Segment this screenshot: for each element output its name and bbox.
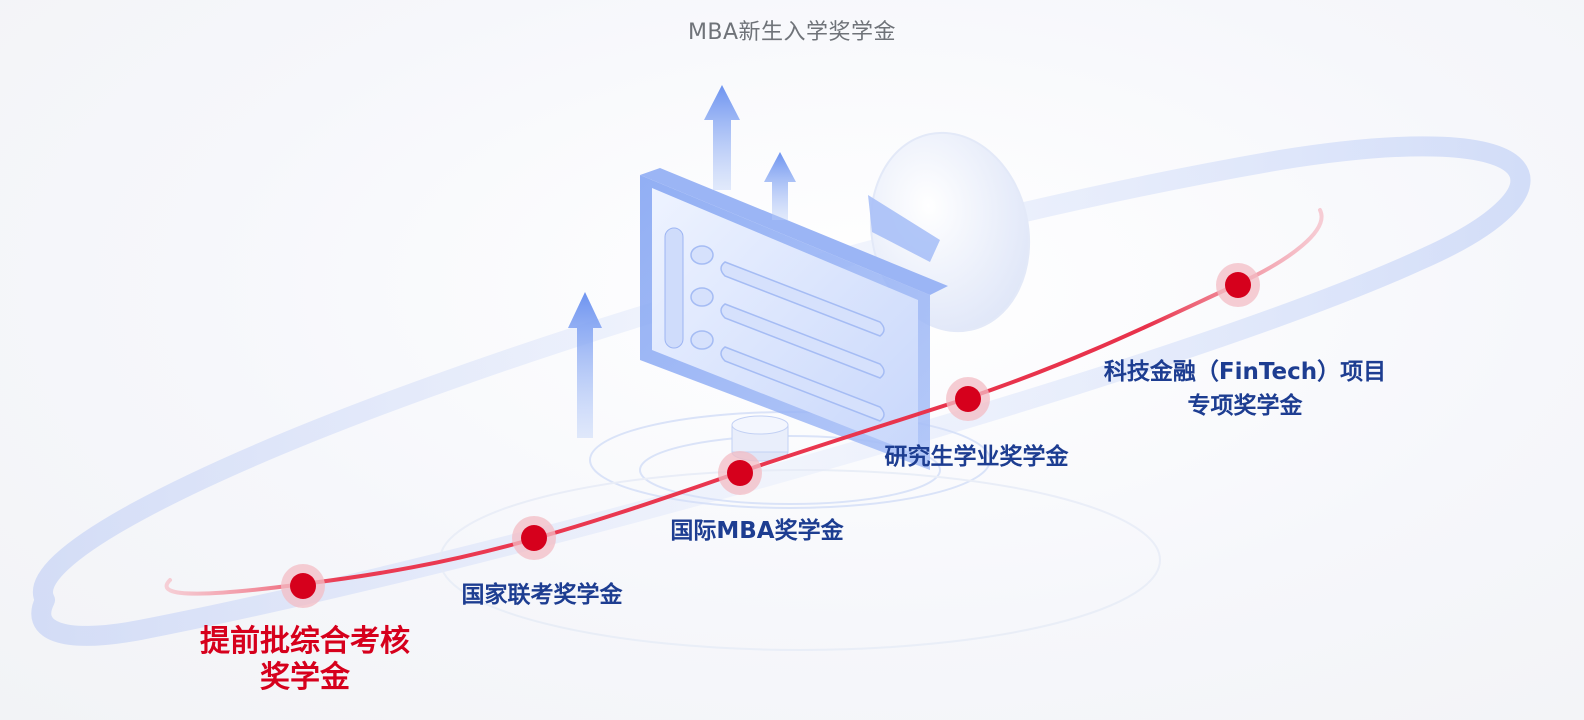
timeline-node-2[interactable]	[512, 516, 556, 560]
timeline-node-4[interactable]	[946, 377, 990, 421]
stage-label-1-line1: 提前批综合考核	[200, 624, 410, 659]
stage-label-4[interactable]: 研究生学业奖学金	[874, 440, 1079, 474]
stage-label-5-line2: 专项奖学金	[1187, 393, 1303, 419]
timeline-node-5[interactable]	[1216, 263, 1260, 307]
stage-label-2[interactable]: 国家联考奖学金	[452, 578, 632, 612]
stage-label-3-line1: 国际MBA奖学金	[670, 518, 844, 544]
growth-arrows	[568, 85, 796, 438]
stage-label-1-line2: 奖学金	[260, 660, 350, 695]
stage-label-1[interactable]: 提前批综合考核 奖学金	[195, 624, 415, 696]
stage-label-5[interactable]: 科技金融（FinTech）项目 专项奖学金	[1095, 355, 1395, 423]
stage-label-2-line1: 国家联考奖学金	[461, 582, 623, 608]
timeline-node-3[interactable]	[718, 451, 762, 495]
page-title: MBA新生入学奖学金	[687, 20, 897, 45]
monitor-illustration	[568, 85, 1031, 470]
stage-label-4-line1: 研究生学业奖学金	[884, 444, 1069, 470]
stage-label-5-line1: 科技金融（FinTech）项目	[1103, 359, 1387, 385]
timeline-node-1[interactable]	[281, 564, 325, 608]
stage-label-3[interactable]: 国际MBA奖学金	[662, 514, 852, 548]
outer-ring	[31, 136, 1531, 646]
